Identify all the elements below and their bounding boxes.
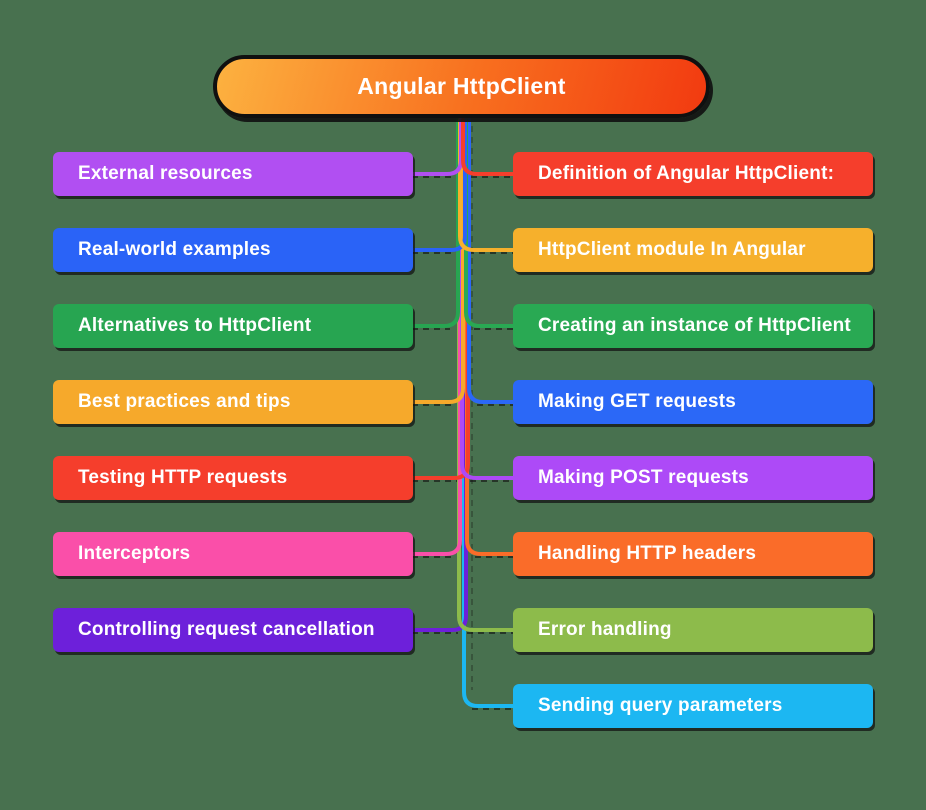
connector-line: [465, 118, 516, 556]
branch-right-1: HttpClient module In Angular: [513, 228, 873, 272]
branch-left-5: Interceptors: [53, 532, 413, 576]
root-node-label: Angular HttpClient: [357, 73, 566, 99]
branch-left-0-label: External resources: [78, 163, 253, 184]
branch-right-7: Sending query parameters: [513, 684, 873, 728]
connector-line: [467, 118, 516, 404]
branch-left-4: Testing HTTP requests: [53, 456, 413, 500]
connector-line: [464, 118, 516, 328]
branch-right-7-label: Sending query parameters: [538, 695, 783, 716]
branch-right-6: Error handling: [513, 608, 873, 652]
connector-line: [410, 118, 462, 556]
branch-right-1-label: HttpClient module In Angular: [538, 239, 806, 260]
branch-left-6: Controlling request cancellation: [53, 608, 413, 652]
branch-right-0: Definition of Angular HttpClient:: [513, 152, 873, 196]
branch-right-2-label: Creating an instance of HttpClient: [538, 315, 851, 336]
branch-right-6-label: Error handling: [538, 619, 672, 640]
connector-line: [462, 118, 516, 708]
connector-line: [460, 118, 516, 480]
connector-line: [457, 118, 516, 632]
connector-line: [461, 118, 516, 176]
branch-right-4-label: Making POST requests: [538, 467, 749, 488]
branch-right-3: Making GET requests: [513, 380, 873, 424]
branch-left-6-label: Controlling request cancellation: [78, 619, 375, 640]
branch-left-5-label: Interceptors: [78, 543, 191, 564]
branch-left-2: Alternatives to HttpClient: [53, 304, 413, 348]
connector-line: [410, 118, 463, 176]
connector-line: [410, 118, 460, 328]
connector-line: [458, 118, 516, 252]
branch-right-2: Creating an instance of HttpClient: [513, 304, 873, 348]
connector-line: [410, 118, 465, 404]
branch-right-5-label: Handling HTTP headers: [538, 543, 757, 564]
branch-left-4-label: Testing HTTP requests: [78, 467, 288, 488]
branch-right-0-label: Definition of Angular HttpClient:: [538, 163, 835, 184]
branch-left-1: Real-world examples: [53, 228, 413, 272]
branch-left-1-label: Real-world examples: [78, 239, 271, 260]
root-node: Angular HttpClient: [213, 55, 710, 118]
branch-right-4: Making POST requests: [513, 456, 873, 500]
branch-left-0: External resources: [53, 152, 413, 196]
branch-left-3-label: Best practices and tips: [78, 391, 291, 412]
branch-right-3-label: Making GET requests: [538, 391, 737, 412]
branch-right-5: Handling HTTP headers: [513, 532, 873, 576]
branch-left-3: Best practices and tips: [53, 380, 413, 424]
branch-left-2-label: Alternatives to HttpClient: [78, 315, 312, 336]
